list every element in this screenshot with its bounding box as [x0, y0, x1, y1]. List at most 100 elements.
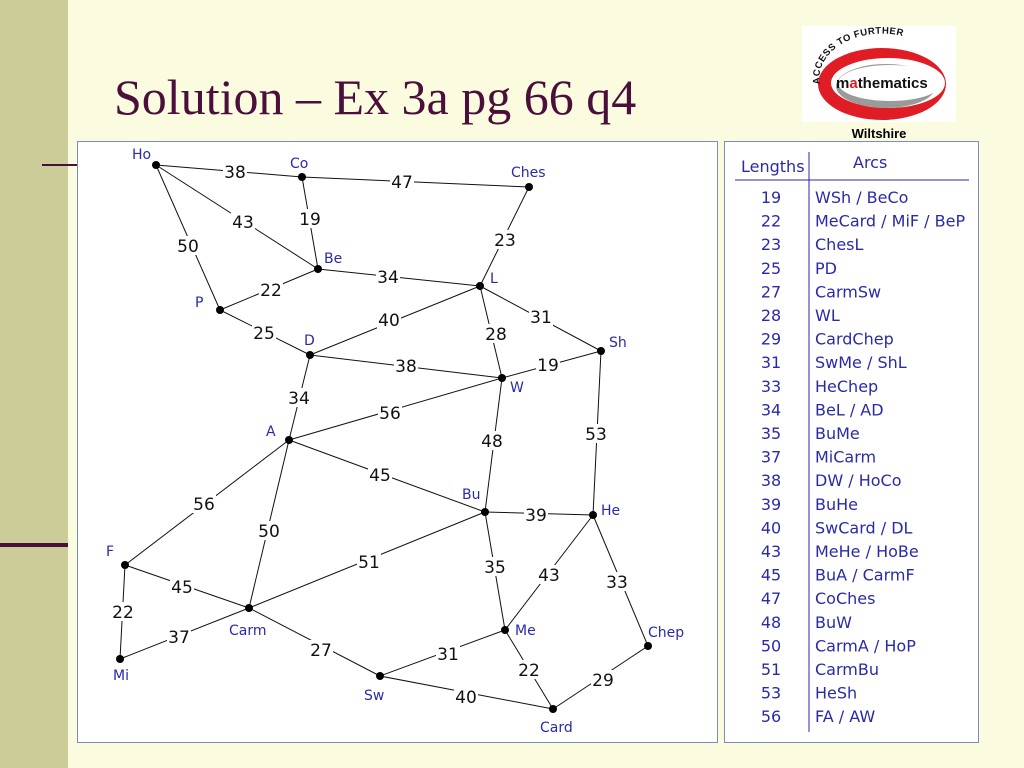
node-label-p: P: [195, 295, 203, 311]
node-card: [549, 705, 557, 713]
node-label-a: A: [266, 424, 276, 440]
edge-weight-card-chep: 29: [592, 671, 614, 691]
edge-weight-bg: [111, 602, 135, 621]
node-ho: [152, 161, 160, 169]
node-label-bu: Bu: [462, 487, 480, 503]
table-cell-length: 34: [761, 400, 781, 419]
table-cell-arcs: WL: [815, 306, 840, 325]
node-he: [589, 511, 597, 519]
node-a: [285, 436, 293, 444]
table-cell-arcs: WSh / BeCo: [815, 188, 908, 207]
table-cell-arcs: BuA / CarmF: [815, 566, 915, 585]
edge-weight-bu-he: 39: [525, 506, 547, 526]
table-cell-length: 28: [761, 306, 781, 325]
node-label-ho: Ho: [132, 147, 151, 163]
edge-weight-bg: [378, 403, 402, 422]
table-cell-length: 29: [761, 330, 781, 349]
edge-weight-bg: [257, 521, 281, 540]
edge-weight-bg: [480, 431, 504, 450]
table-cell-arcs: HeSh: [815, 684, 857, 703]
edge-weight-carm-bu: 51: [358, 553, 380, 573]
node-label-w: W: [510, 380, 524, 396]
table-cell-arcs: CoChes: [815, 589, 875, 608]
table-cell-arcs: BuW: [815, 613, 852, 632]
table-cell-length: 25: [761, 259, 781, 278]
amsp-logo: ACCESS TO FURTHER mathematics: [802, 26, 956, 122]
table-cell-length: 43: [761, 542, 781, 561]
table-cell-arcs: PD: [815, 259, 837, 278]
table-cell-arcs: BuMe: [815, 424, 860, 443]
node-label-ches: Ches: [511, 165, 546, 181]
node-label-d: D: [304, 333, 315, 349]
node-p: [216, 306, 224, 314]
node-co: [298, 173, 306, 181]
table-cell-arcs: MeCard / MiF / BeP: [815, 212, 965, 231]
table-cell-length: 50: [761, 636, 781, 655]
table-cell-length: 33: [761, 377, 781, 396]
node-sh: [597, 347, 605, 355]
edge-weight-be-l: 34: [377, 268, 399, 288]
node-label-sw: Sw: [364, 688, 384, 704]
edge-weight-bg: [484, 324, 508, 343]
node-d: [306, 351, 314, 359]
table-header-lengths: Lengths: [741, 157, 805, 176]
node-label-be: Be: [324, 251, 342, 267]
table-cell-length: 38: [761, 471, 781, 490]
edge-weight-ho-co: 38: [224, 163, 246, 183]
node-label-f: F: [106, 544, 114, 560]
node-label-chep: Chep: [648, 625, 684, 641]
edge-weight-bg: [390, 172, 414, 191]
edge-weight-bg: [536, 355, 560, 374]
table-cell-arcs: CarmSw: [815, 282, 881, 301]
table-cell-length: 39: [761, 495, 781, 514]
edge-weight-bg: [517, 660, 541, 679]
edge-weight-f-mi: 22: [112, 603, 134, 623]
edge-weight-ho-be: 43: [232, 213, 254, 233]
edge-weight-bg: [192, 494, 216, 513]
table-cell-length: 37: [761, 448, 781, 467]
edge-weight-bg: [368, 465, 392, 484]
edge-weight-bg: [223, 162, 247, 181]
edge-weight-a-f: 56: [193, 495, 215, 515]
node-label-carm: Carm: [229, 623, 267, 639]
table-cell-length: 40: [761, 518, 781, 537]
node-label-l: L: [490, 271, 498, 287]
node-label-mi: Mi: [113, 668, 129, 684]
edge-weight-bg: [584, 424, 608, 443]
edge-weight-mi-carm: 37: [168, 628, 190, 648]
accent-rule: [0, 543, 68, 547]
table-header-arcs: Arcs: [853, 153, 887, 172]
table-cell-arcs: BuHe: [815, 495, 858, 514]
node-label-card: Card: [540, 720, 573, 736]
edge-weight-bg: [436, 644, 460, 663]
edge-weight-d-w: 38: [395, 357, 417, 377]
left-accent-strip: [0, 0, 68, 768]
edge-weight-he-me: 43: [538, 566, 560, 586]
edge-weight-d-a: 34: [288, 389, 310, 409]
logo-wordmark: mathematics: [836, 75, 928, 92]
table-cell-length: 51: [761, 660, 781, 679]
table-cell-arcs: MeHe / HoBe: [815, 542, 919, 561]
node-be: [314, 265, 322, 273]
edge-weight-w-bu: 48: [481, 432, 503, 452]
edge-weight-d-l: 40: [378, 311, 400, 331]
table-cell-length: 31: [761, 353, 781, 372]
edge-weight-sw-me: 31: [437, 645, 459, 665]
table-cell-arcs: BeL / AD: [815, 400, 884, 419]
edge-weight-co-ches: 47: [391, 173, 413, 193]
node-me: [501, 626, 509, 634]
table-cell-length: 48: [761, 613, 781, 632]
node-l: [476, 282, 484, 290]
edge-weight-bg: [298, 209, 322, 228]
edge-weight-bg: [537, 565, 561, 584]
edge-weight-carm-sw: 27: [310, 641, 332, 661]
edge-weight-bg: [483, 557, 507, 576]
edge-weight-bg: [524, 505, 548, 524]
node-carm: [245, 604, 253, 612]
table-cell-arcs: CardChep: [815, 330, 894, 349]
edge-weight-ho-p: 50: [177, 237, 199, 257]
table-cell-length: 53: [761, 684, 781, 703]
edge-weight-bg: [170, 577, 194, 596]
node-label-sh: Sh: [609, 335, 627, 351]
